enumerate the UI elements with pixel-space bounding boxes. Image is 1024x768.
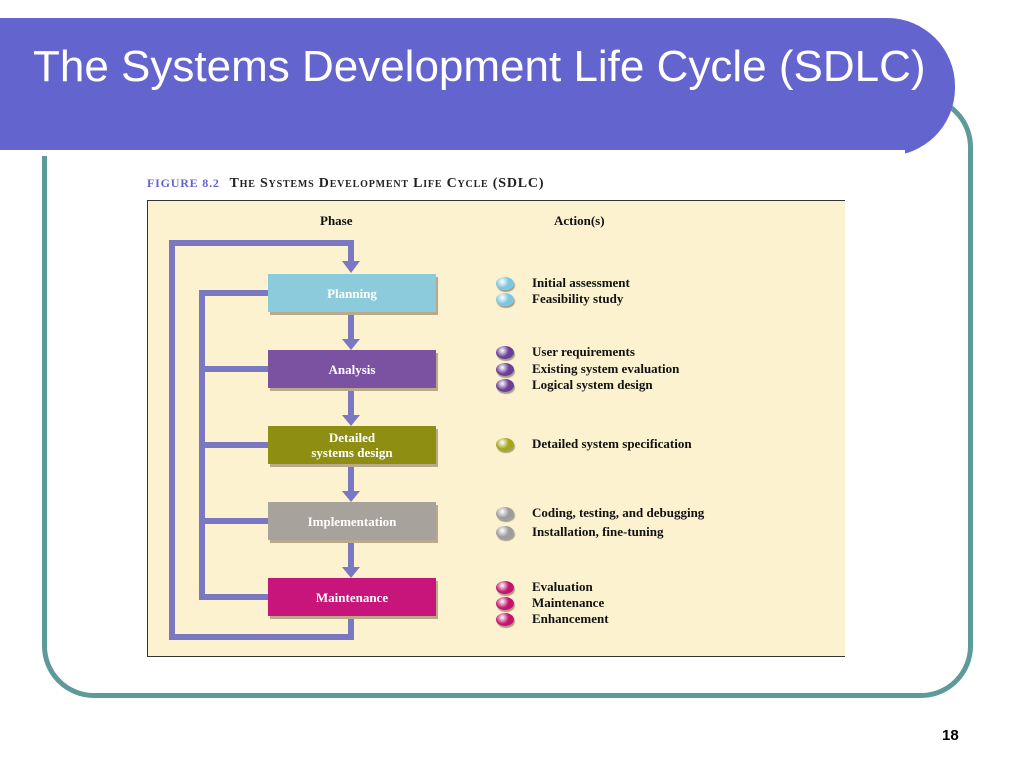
slide-title: The Systems Development Life Cycle (SDLC… <box>33 42 926 91</box>
phase-box-1: Planning <box>268 274 436 312</box>
bullet-icon <box>496 362 514 376</box>
page-number: 18 <box>942 727 959 744</box>
action-item: User requirements <box>496 344 635 360</box>
action-label: Logical system design <box>532 377 653 392</box>
action-label: Coding, testing, and debugging <box>532 505 705 520</box>
action-item: Maintenance <box>496 595 604 611</box>
action-item: Initial assessment <box>496 275 630 291</box>
bullet-icon <box>496 596 514 610</box>
flow-arrows <box>169 240 360 640</box>
action-item: Installation, fine-tuning <box>496 524 663 540</box>
action-label: Enhancement <box>532 611 609 626</box>
entry-arrow-head <box>342 261 360 273</box>
action-label: Maintenance <box>532 595 605 610</box>
action-item: Logical system design <box>496 377 653 393</box>
bullet-icon <box>496 506 514 520</box>
actions-column-header: Action(s) <box>554 213 605 228</box>
action-item: Enhancement <box>496 611 609 627</box>
bullet-icon <box>496 525 514 539</box>
action-item: Evaluation <box>496 579 593 595</box>
title-bar: The Systems Development Life Cycle (SDLC… <box>0 18 955 156</box>
phase-arrow-4-head <box>342 567 360 578</box>
phase-box-2: Analysis <box>268 350 436 388</box>
figure-caption: FIGURE 8.2 The Systems Development Life … <box>147 176 544 192</box>
action-item: Detailed system specification <box>496 436 692 452</box>
action-label: User requirements <box>532 344 635 359</box>
action-item: Coding, testing, and debugging <box>496 505 704 521</box>
action-item: Existing system evaluation <box>496 361 679 377</box>
bullet-icon <box>496 292 514 306</box>
bullet-icon <box>496 612 514 626</box>
bullet-icon <box>496 276 514 290</box>
phase-arrow-3-head <box>342 491 360 502</box>
sdlc-diagram: Phase Action(s) Planning Initial assessme… <box>147 200 845 657</box>
action-label: Existing system evaluation <box>532 361 680 376</box>
action-label: Installation, fine-tuning <box>532 524 664 539</box>
action-label: Initial assessment <box>532 275 630 290</box>
phase-box-5: Maintenance <box>268 578 436 616</box>
figure-caption-text: The Systems Development Life Cycle (SDLC… <box>229 176 545 191</box>
action-item: Feasibility study <box>496 291 623 307</box>
action-label: Detailed system specification <box>532 436 692 451</box>
phase-arrow-1-head <box>342 339 360 350</box>
action-label: Feasibility study <box>532 291 624 306</box>
bullet-icon <box>496 345 514 359</box>
bullet-icon <box>496 378 514 392</box>
title-underline <box>0 150 905 156</box>
phase-box-3: Detailed systems design <box>268 426 436 464</box>
phase-column-header: Phase <box>320 213 353 228</box>
feedback-loop-outer <box>169 240 354 640</box>
figure-number: FIGURE 8.2 <box>147 176 220 190</box>
phase-arrow-2-head <box>342 415 360 426</box>
bullet-icon <box>496 580 514 594</box>
bullet-icon <box>496 437 514 451</box>
phase-box-4: Implementation <box>268 502 436 540</box>
action-label: Evaluation <box>532 579 593 594</box>
